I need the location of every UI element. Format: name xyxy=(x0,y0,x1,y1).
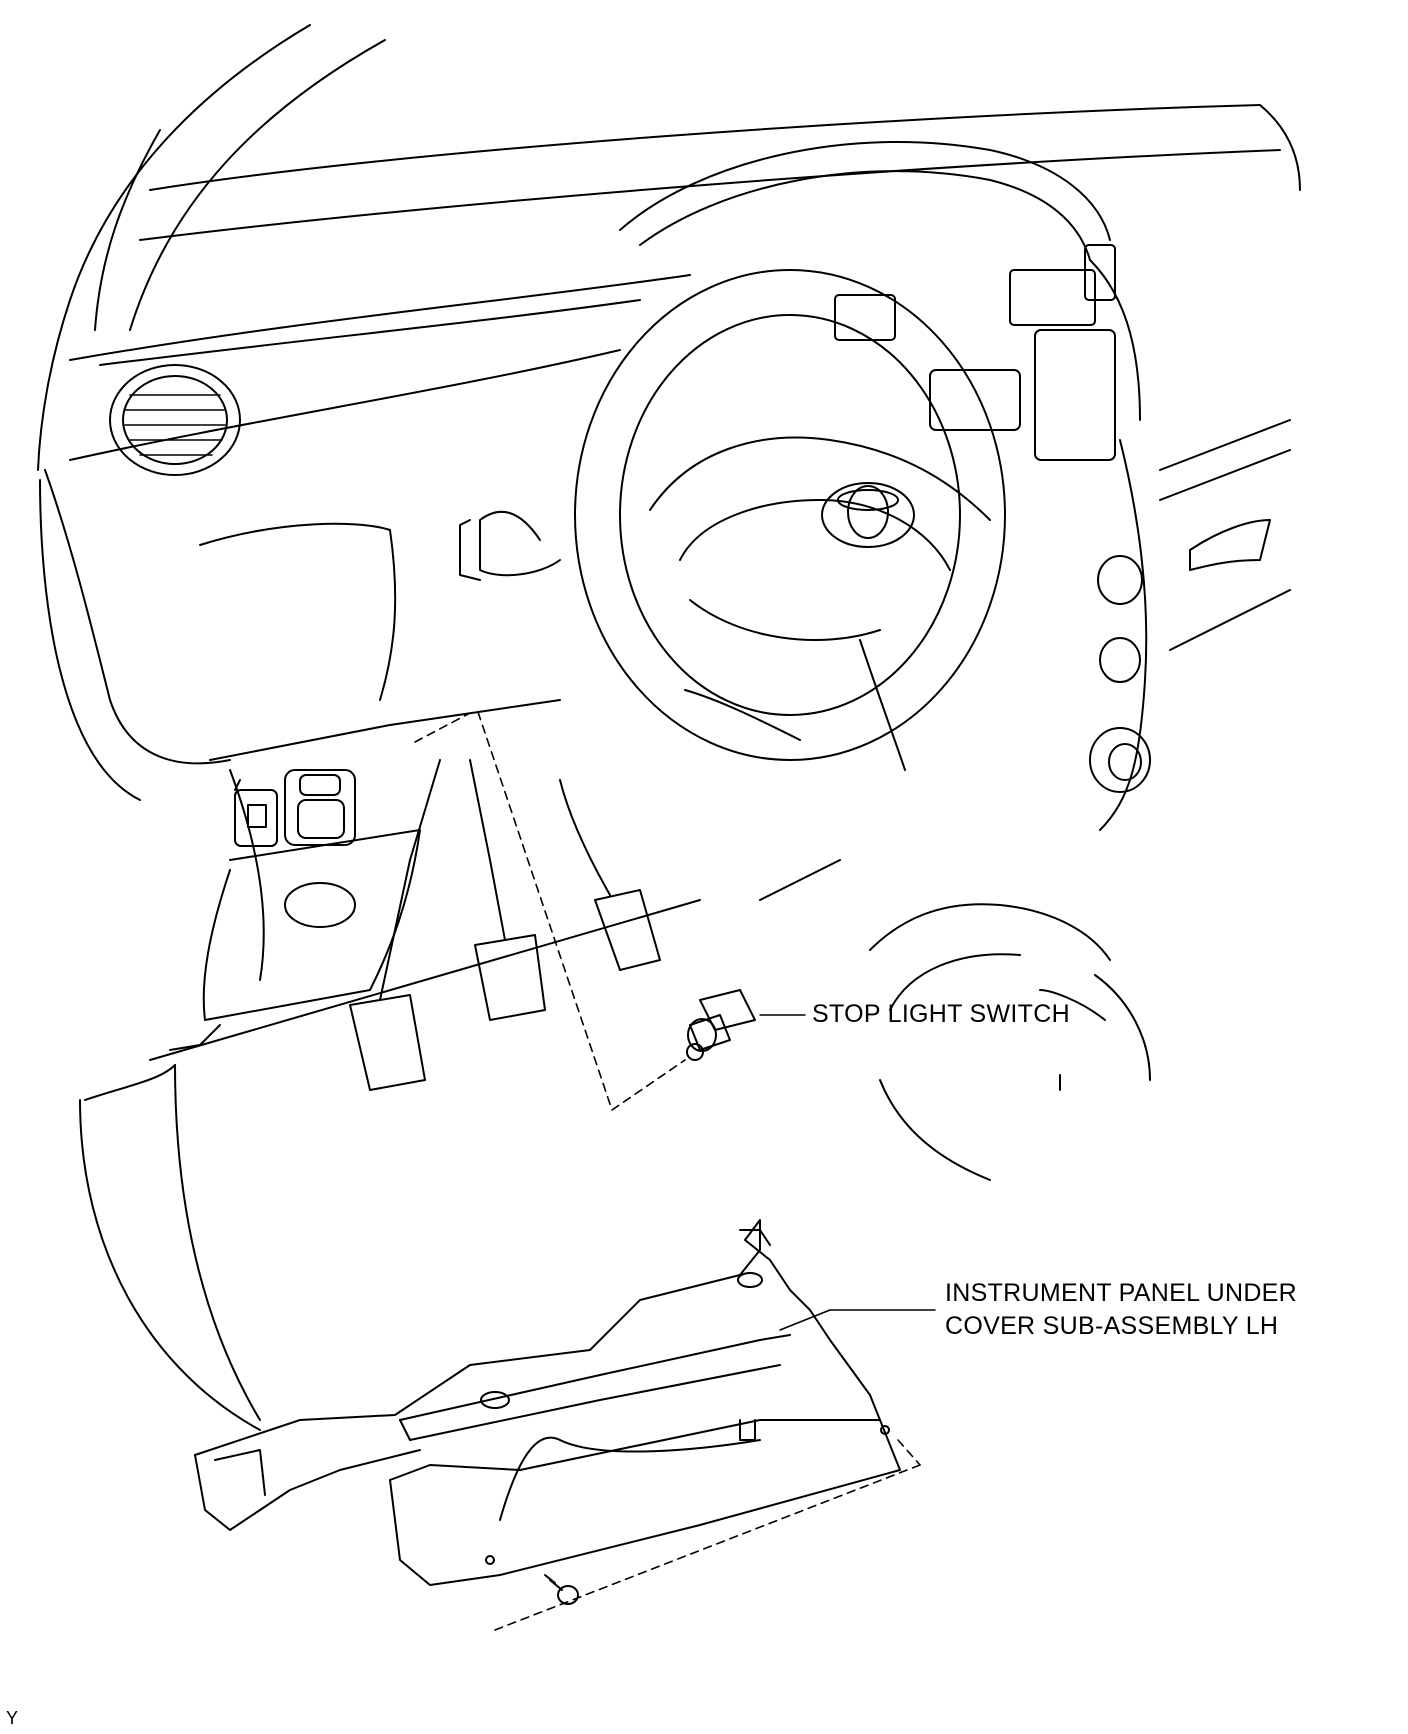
dashed-leader-lines xyxy=(414,711,921,1631)
lower-dash xyxy=(79,829,701,1431)
a-pillar xyxy=(37,24,386,471)
switch-panel xyxy=(234,769,356,847)
floor-tunnel xyxy=(759,859,1151,1181)
screw-clip xyxy=(544,1574,579,1605)
under-cover-label-line-1: INSTRUMENT PANEL UNDER xyxy=(945,1279,1298,1307)
pedals xyxy=(349,759,661,1091)
left-dash-panel xyxy=(39,469,561,981)
under-cover-part xyxy=(194,1219,901,1586)
center-console xyxy=(834,244,1291,831)
stop-light-switch xyxy=(686,989,756,1061)
steering-wheel xyxy=(459,269,1006,771)
under-cover-label-line-2: COVER SUB-ASSEMBLY LH xyxy=(945,1312,1279,1340)
instrument-hood xyxy=(619,141,1141,421)
figure-code: Y xyxy=(6,1708,19,1728)
stop-light-switch-label: STOP LIGHT SWITCH xyxy=(812,1000,1070,1028)
left-air-vent xyxy=(109,364,241,476)
callout-leaders xyxy=(759,1014,936,1331)
dashboard-top xyxy=(69,104,1301,461)
